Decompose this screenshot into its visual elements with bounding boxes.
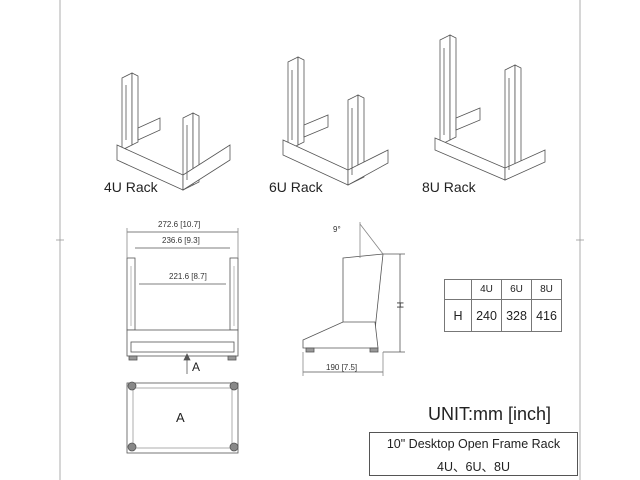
value-8u: 416 bbox=[531, 299, 562, 332]
angle-label: 9° bbox=[333, 225, 341, 234]
sheet-border bbox=[56, 0, 584, 480]
bottom-section-label: A bbox=[176, 410, 185, 425]
title-line-1: 10" Desktop Open Frame Rack bbox=[386, 437, 561, 451]
rack-8u-illustration bbox=[434, 34, 546, 181]
foot-bottom-right bbox=[229, 442, 239, 452]
header-cell-6u: 6U bbox=[501, 279, 532, 300]
value-4u: 240 bbox=[471, 299, 502, 332]
dim-inner-width: 221.6 [8.7] bbox=[169, 272, 207, 281]
height-table-header-row: 4U 6U 8U bbox=[444, 279, 562, 300]
dim-mid-width: 236.6 [9.3] bbox=[162, 236, 200, 245]
row-label-h: H bbox=[444, 299, 472, 332]
depth-dimension: 190 [7.5] bbox=[326, 363, 358, 372]
foot-top-left bbox=[127, 381, 137, 391]
height-table: 4U 6U 8U H 240 328 416 bbox=[444, 279, 562, 332]
unit-note: UNIT:mm [inch] bbox=[428, 404, 552, 424]
section-marker-a: A bbox=[192, 360, 201, 374]
front-view bbox=[126, 228, 239, 374]
rack-6u-illustration bbox=[282, 56, 389, 186]
bottom-view bbox=[126, 381, 239, 454]
height-table-value-row: H 240 328 416 bbox=[444, 299, 562, 332]
side-view bbox=[302, 222, 405, 376]
header-cell-blank bbox=[444, 279, 472, 300]
dim-outer-width: 272.6 [10.7] bbox=[158, 220, 201, 229]
title-block: 10" Desktop Open Frame Rack 4U、6U、8U bbox=[369, 432, 578, 476]
rack-6u-label: 6U Rack bbox=[269, 179, 323, 195]
value-6u: 328 bbox=[501, 299, 532, 332]
header-cell-4u: 4U bbox=[471, 279, 502, 300]
header-cell-8u: 8U bbox=[531, 279, 562, 300]
rack-8u-label: 8U Rack bbox=[422, 179, 476, 195]
rack-4u-illustration bbox=[116, 72, 231, 191]
rack-4u-label: 4U Rack bbox=[104, 179, 158, 195]
foot-bottom-left bbox=[127, 442, 137, 452]
height-symbol: H bbox=[395, 301, 406, 309]
foot-top-right bbox=[229, 381, 239, 391]
title-line-2: 4U、6U、8U bbox=[437, 460, 510, 474]
